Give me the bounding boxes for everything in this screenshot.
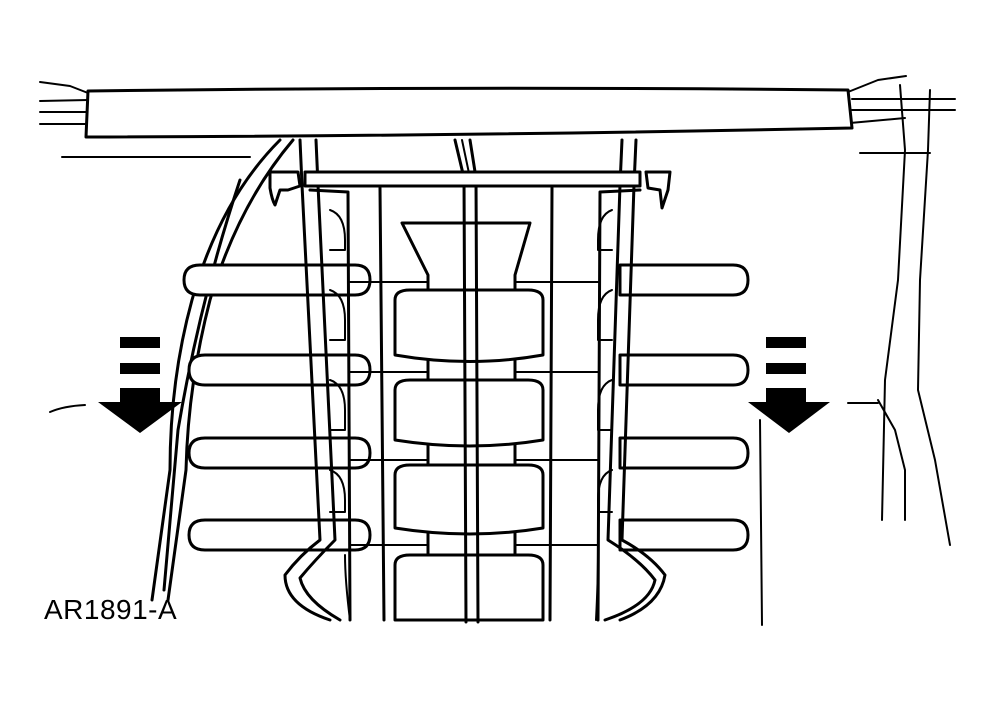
right-wires	[759, 75, 956, 626]
crossbar	[268, 170, 672, 210]
left-loops	[182, 263, 372, 552]
right-support-rod	[603, 138, 667, 622]
down-arrow-icon	[748, 337, 830, 433]
left-cable	[150, 138, 295, 602]
left-support-rod	[283, 138, 342, 622]
left-contour	[162, 178, 242, 592]
right-loops	[618, 263, 750, 552]
spine-pads	[393, 288, 545, 622]
spine-links	[349, 281, 599, 546]
header-bar	[84, 86, 854, 139]
spine-frame	[308, 186, 642, 622]
figure-label: AR1891-A	[44, 594, 178, 625]
down-arrow-icon	[98, 337, 182, 433]
left-wires	[39, 81, 251, 413]
